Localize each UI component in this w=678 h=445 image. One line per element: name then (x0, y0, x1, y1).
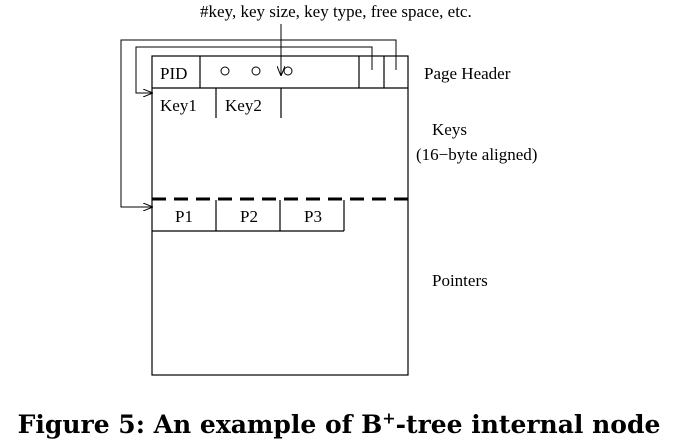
header-ellipsis-dot (220, 66, 230, 76)
keys-alignment-note: (16−byte aligned) (416, 145, 537, 164)
pid-field: PID (160, 64, 187, 83)
p2-field: P2 (240, 207, 258, 226)
caption-prefix: Figure 5: An example of B (17, 410, 383, 439)
caption-superscript: + (382, 408, 396, 428)
caption-suffix: -tree internal node (395, 410, 661, 439)
key1-field: Key1 (160, 96, 197, 115)
page-header-label: Page Header (424, 64, 511, 83)
header-ellipsis-dot (251, 66, 261, 76)
keys-label: Keys (432, 120, 467, 139)
header-to-key-connector (135, 46, 373, 93)
figure-caption: Figure 5: An example of B+-tree internal… (0, 408, 678, 442)
header-to-pointer-connector (120, 39, 397, 207)
page-outline (151, 55, 409, 376)
p3-field: P3 (304, 207, 322, 226)
pointers-label: Pointers (432, 271, 488, 290)
header-annotation: #key, key size, key type, free space, et… (200, 2, 472, 21)
p1-field: P1 (175, 207, 193, 226)
btree-node-diagram: #key, key size, key type, free space, et… (120, 2, 537, 376)
key2-field: Key2 (225, 96, 262, 115)
header-ellipsis-dot (283, 66, 293, 76)
